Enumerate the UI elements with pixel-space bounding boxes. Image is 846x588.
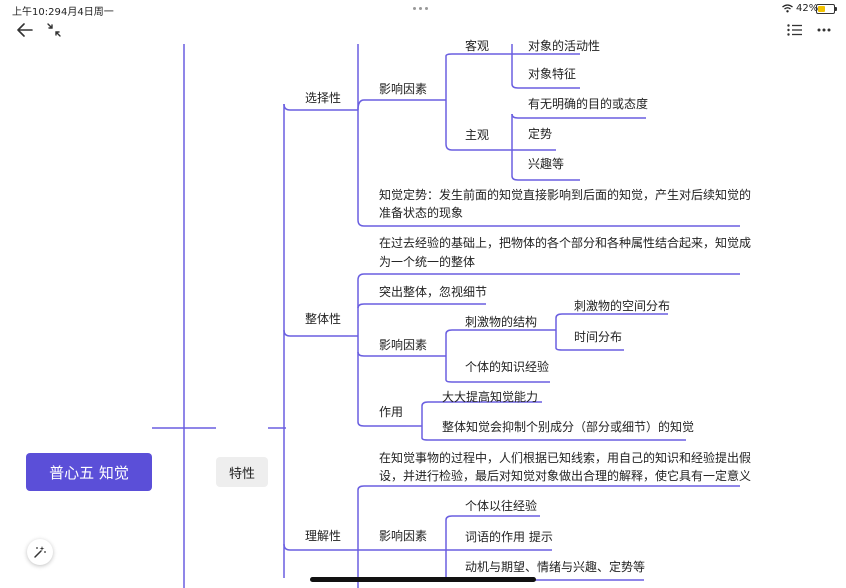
status-date: 4月4日周一 <box>61 7 114 18</box>
status-bar: 上午10:29 4月4日周一 42% <box>0 0 846 18</box>
node-object-activity[interactable]: 对象的活动性 <box>528 39 601 53</box>
more-icon[interactable] <box>817 28 831 32</box>
node-highlight-whole[interactable]: 突出整体，忽视细节 <box>379 285 488 299</box>
node-integrity-function[interactable]: 作用 <box>379 405 404 419</box>
node-subjective[interactable]: 主观 <box>465 128 490 142</box>
node-spatial-distribution[interactable]: 刺激物的空间分布 <box>574 299 671 313</box>
node-stimulus-structure[interactable]: 刺激物的结构 <box>465 315 538 329</box>
node-mental-set[interactable]: 定势 <box>528 127 553 141</box>
node-knowledge-experience[interactable]: 个体的知识经验 <box>465 360 550 374</box>
home-indicator[interactable] <box>310 577 536 582</box>
node-selectivity[interactable]: 选择性 <box>305 91 342 105</box>
mindmap-connectors <box>152 44 740 588</box>
node-integrity-def-line1[interactable]: 在过去经验的基础上，把物体的各个部分和各种属性结合起来，知觉成 <box>379 236 752 250</box>
node-past-experience[interactable]: 个体以往经验 <box>465 499 538 513</box>
outline-list-icon[interactable] <box>787 24 803 36</box>
status-time: 上午10:29 <box>12 7 61 18</box>
magic-wand-icon <box>34 546 46 558</box>
node-integrity-def-line2[interactable]: 为一个统一的整体 <box>379 255 476 269</box>
node-object-features[interactable]: 对象特征 <box>528 67 577 81</box>
node-purpose-attitude[interactable]: 有无明确的目的或态度 <box>528 97 649 111</box>
node-understanding-def-line2[interactable]: 设，并进行检验，最后对知觉对象做出合理的解释，使它具有一定意义 <box>379 469 752 483</box>
battery-percent: 42% <box>796 3 819 14</box>
mindmap-canvas[interactable]: 普心五 知觉 特性 选择性 影响因素 客观 对象的活动性 对象特征 主观 有无明… <box>0 39 846 588</box>
back-arrow-icon[interactable] <box>17 23 33 37</box>
node-integrity-factors[interactable]: 影响因素 <box>379 338 428 352</box>
node-integrity[interactable]: 整体性 <box>305 312 342 326</box>
node-selectivity-factors[interactable]: 影响因素 <box>379 82 428 96</box>
multitask-dots-icon[interactable] <box>413 7 428 10</box>
node-improve-perception[interactable]: 大大提高知觉能力 <box>442 390 539 404</box>
collapse-icon[interactable] <box>46 22 62 38</box>
magic-wand-button[interactable] <box>27 539 53 565</box>
node-interests[interactable]: 兴趣等 <box>528 157 565 171</box>
mindmap-root-node[interactable]: 普心五 知觉 <box>26 453 152 491</box>
node-understanding[interactable]: 理解性 <box>305 529 342 543</box>
wifi-icon <box>782 4 793 13</box>
node-verbal-cues[interactable]: 词语的作用 提示 <box>465 530 553 544</box>
node-temporal-distribution[interactable]: 时间分布 <box>574 330 623 344</box>
node-objective[interactable]: 客观 <box>465 39 490 53</box>
node-motivation-emotion[interactable]: 动机与期望、情绪与兴趣、定势等 <box>465 560 646 574</box>
node-understanding-factors[interactable]: 影响因素 <box>379 529 428 543</box>
node-understanding-def-line1[interactable]: 在知觉事物的过程中，人们根据已知线索，用自己的知识和经验提出假 <box>379 451 752 465</box>
node-characteristics[interactable]: 特性 <box>216 457 268 487</box>
node-perceptual-set-line1[interactable]: 知觉定势：发生前面的知觉直接影响到后面的知觉，产生对后续知觉的 <box>379 188 752 202</box>
node-inhibit-parts[interactable]: 整体知觉会抑制个别成分（部分或细节）的知觉 <box>442 420 695 434</box>
node-perceptual-set-line2[interactable]: 准备状态的现象 <box>379 206 464 220</box>
battery-icon <box>816 4 837 14</box>
